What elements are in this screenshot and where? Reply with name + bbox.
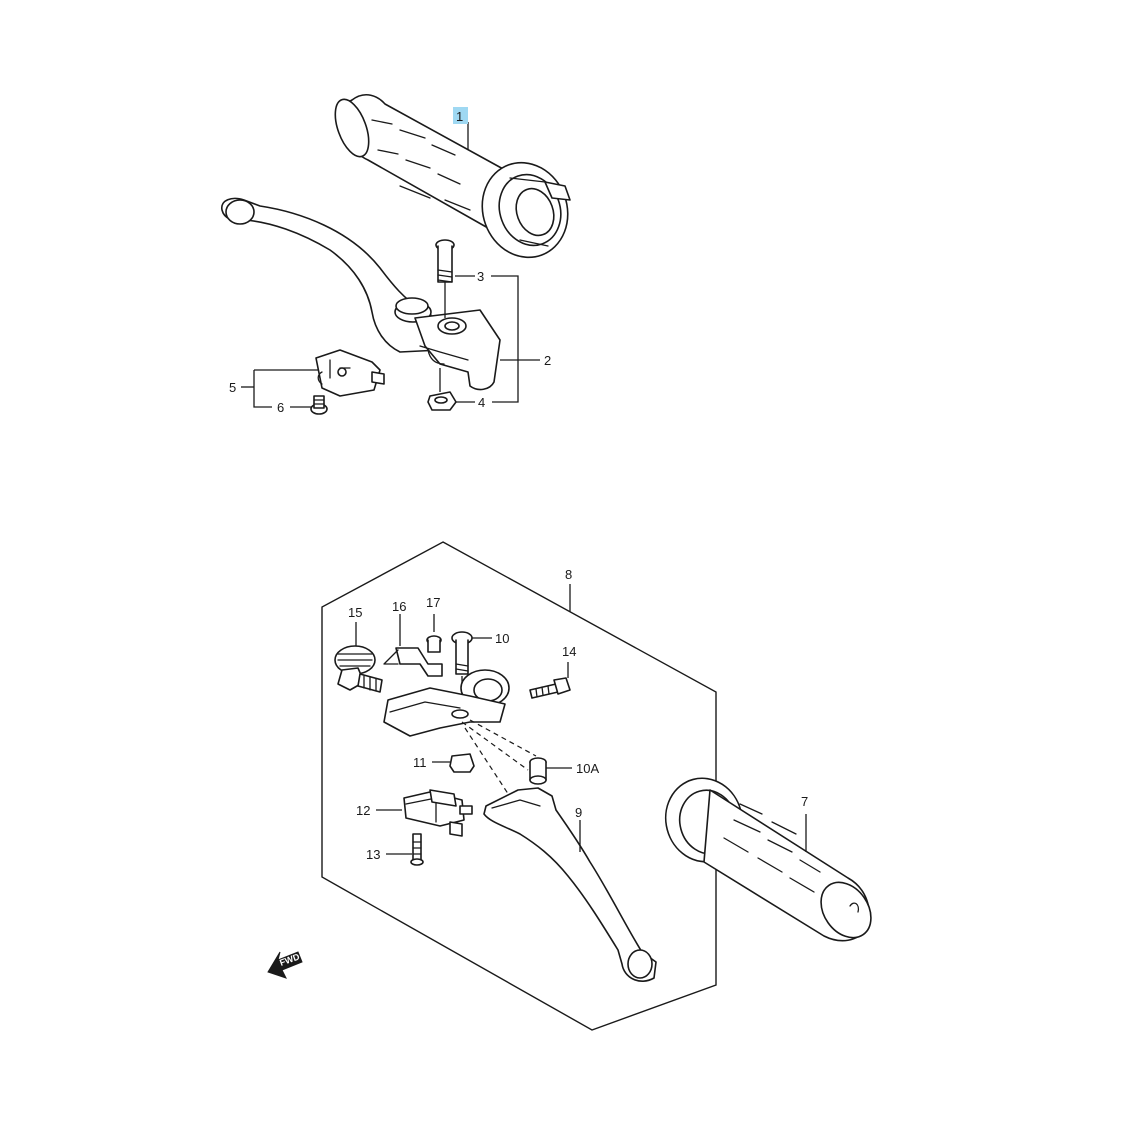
lower-assembly: FWD [267, 541, 881, 1031]
callout-15[interactable]: 15 [348, 605, 362, 620]
upper-assembly [221, 93, 581, 415]
part-holder-nut[interactable] [432, 753, 475, 773]
callout-10[interactable]: 10 [495, 631, 509, 646]
part-throttle-grip[interactable] [329, 93, 581, 270]
part-switch-screw-lower[interactable] [386, 833, 424, 866]
callout-highlight [453, 107, 468, 124]
callout-12[interactable]: 12 [356, 803, 370, 818]
callout-10a[interactable]: 10A [576, 761, 599, 776]
callout-16[interactable]: 16 [392, 599, 406, 614]
part-lever-spring[interactable] [383, 614, 443, 677]
part-lever-switch[interactable] [315, 349, 385, 397]
part-clamp-bolt[interactable] [529, 662, 571, 699]
part-small-screw[interactable] [426, 614, 442, 653]
alignment-line [461, 721, 529, 771]
part-pivot-nut[interactable] [427, 368, 457, 411]
callout-6[interactable]: 6 [277, 400, 284, 415]
alignment-line [469, 719, 537, 757]
callout-4[interactable]: 4 [478, 395, 485, 410]
upper-leader-lines [241, 122, 540, 408]
part-switch-screw[interactable] [310, 395, 328, 415]
callout-17[interactable]: 17 [426, 595, 440, 610]
callout-8[interactable]: 8 [565, 567, 572, 582]
callout-1[interactable]: 1 [456, 109, 463, 124]
part-pivot-bolt[interactable] [435, 239, 455, 318]
part-brake-lever[interactable] [221, 197, 501, 391]
part-adjuster-dial[interactable] [334, 622, 383, 693]
callout-labels: 1 3 2 4 5 6 8 15 16 17 10 14 11 10A 12 9… [229, 107, 808, 862]
forward-arrow-icon: FWD [267, 951, 303, 979]
part-handlebar-grip[interactable] [656, 770, 881, 948]
callout-13[interactable]: 13 [366, 847, 380, 862]
assembly-frame [321, 541, 717, 1031]
part-clutch-lever[interactable] [483, 787, 657, 982]
part-pivot-collar[interactable] [529, 757, 572, 785]
callout-3[interactable]: 3 [477, 269, 484, 284]
callout-11[interactable]: 11 [413, 755, 427, 770]
part-clutch-switch[interactable] [376, 789, 473, 837]
part-lever-holder[interactable] [383, 669, 510, 737]
callout-9[interactable]: 9 [575, 805, 582, 820]
callout-2[interactable]: 2 [544, 353, 551, 368]
callout-7[interactable]: 7 [801, 794, 808, 809]
part-lever-pivot-bolt[interactable] [451, 631, 492, 700]
callout-14[interactable]: 14 [562, 644, 576, 659]
callout-5[interactable]: 5 [229, 380, 236, 395]
